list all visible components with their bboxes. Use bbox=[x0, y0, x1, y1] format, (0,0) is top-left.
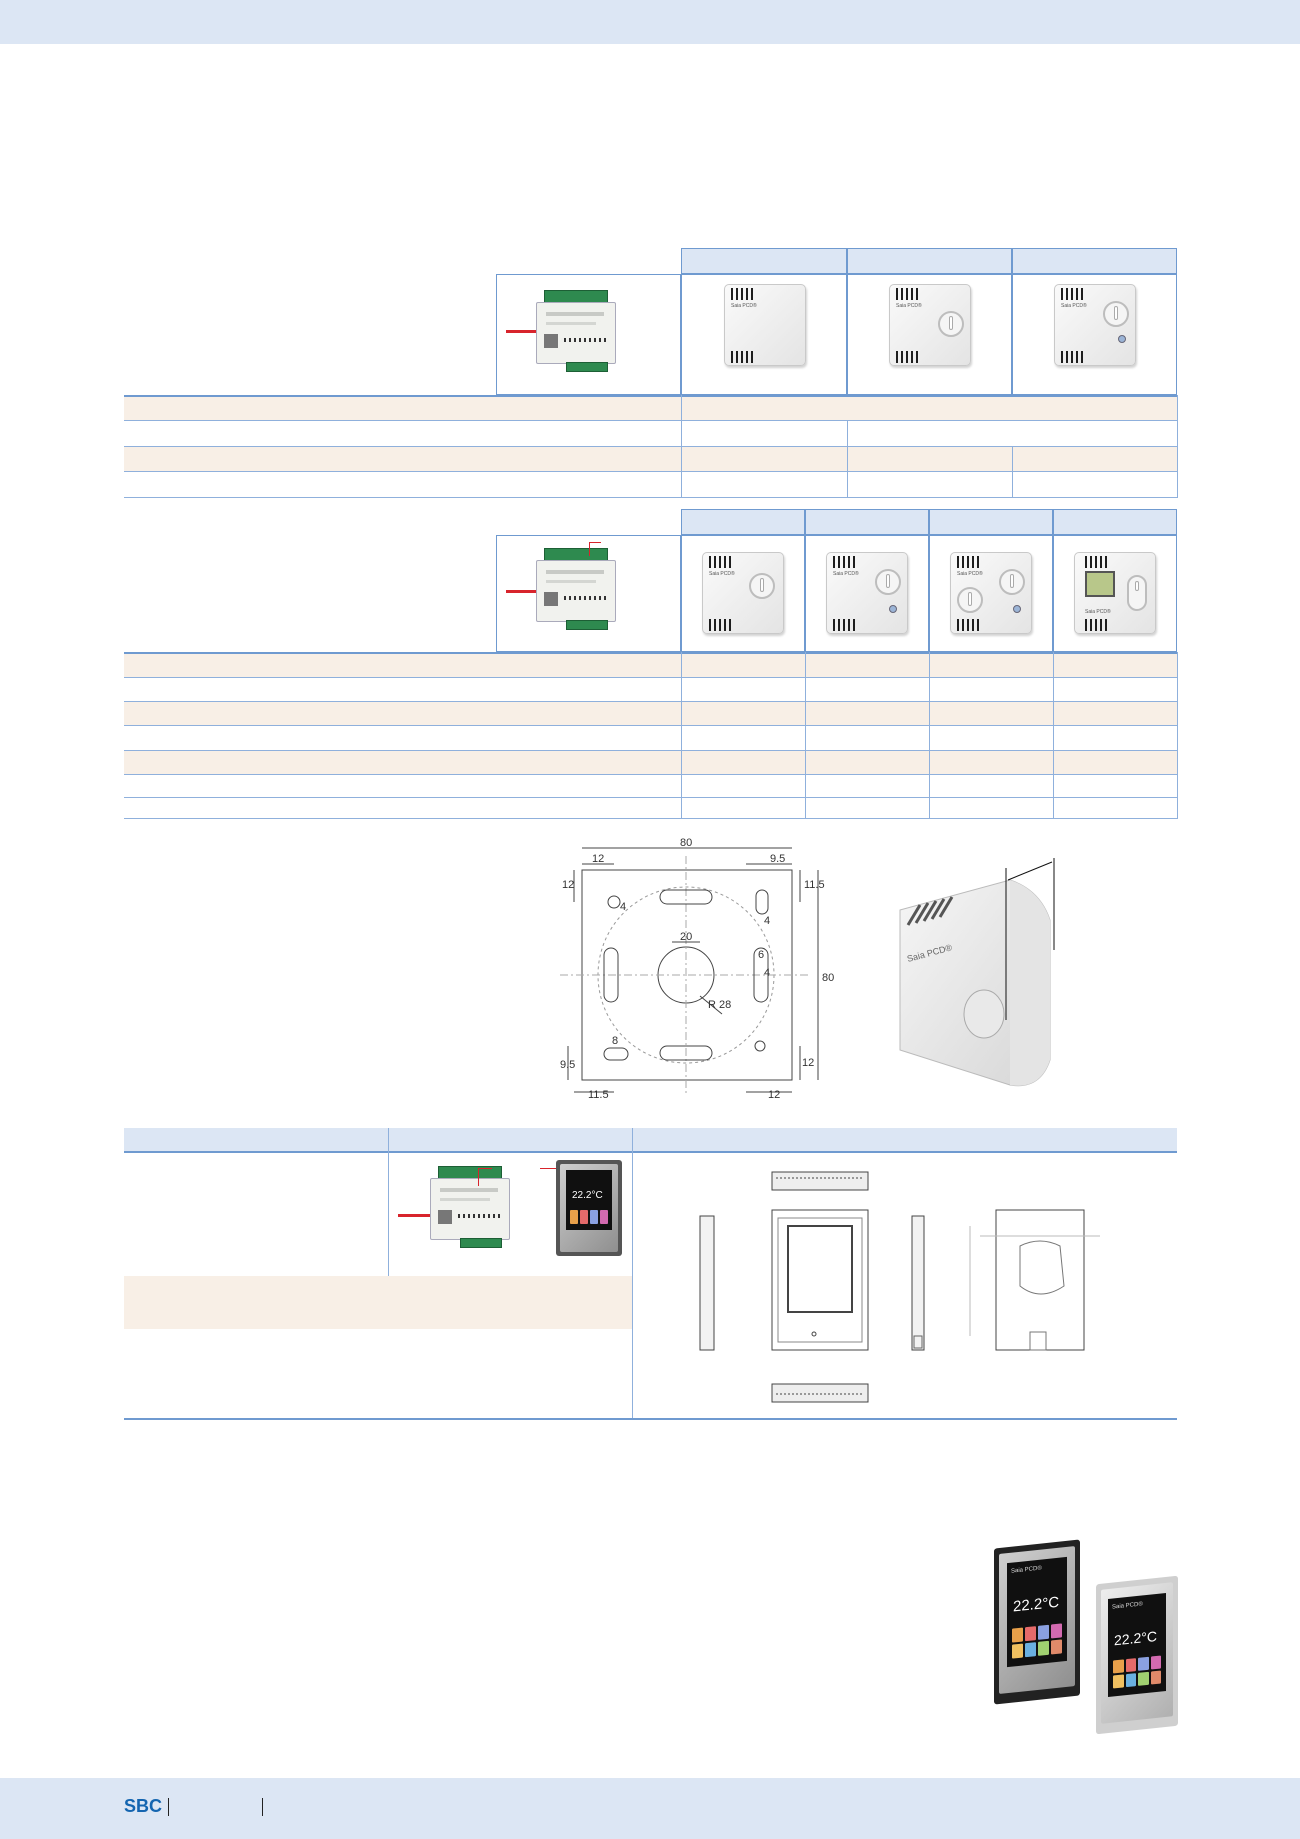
dim-top-offset: 12 bbox=[562, 879, 574, 891]
table-2-header-col-4 bbox=[1053, 509, 1177, 535]
dim-slot-width: 4 bbox=[764, 915, 770, 927]
setpoint-knob-icon bbox=[749, 573, 775, 599]
table-2-header-col-3 bbox=[929, 509, 1053, 535]
table-2-header-col-1 bbox=[681, 509, 805, 535]
touch-panel-small: 22.2°C bbox=[556, 1160, 622, 1256]
footer-brand: SBC bbox=[124, 1796, 163, 1816]
table-2-row-3 bbox=[124, 702, 1177, 725]
lcd-display bbox=[1085, 571, 1115, 597]
touch-panel-technical-drawing bbox=[699, 1171, 1100, 1403]
footer-separator bbox=[262, 1798, 263, 1816]
dim-right-hole: 9.5 bbox=[770, 853, 785, 865]
dim-center-hole: 20 bbox=[680, 931, 692, 943]
presence-button-icon bbox=[1118, 335, 1126, 343]
table-1-header-col-3 bbox=[1012, 248, 1177, 274]
presence-button-icon bbox=[1013, 605, 1021, 613]
setpoint-knob-icon bbox=[938, 311, 964, 337]
dim-bottom-left-offset: 9.5 bbox=[560, 1059, 575, 1071]
footer-band bbox=[0, 1778, 1300, 1839]
touch-panel-black: Saia PCD® 22.2°C bbox=[994, 1539, 1080, 1705]
table-3-header bbox=[124, 1128, 1177, 1153]
touch-panel-buttons bbox=[1012, 1623, 1062, 1659]
touch-panel-temperature: 22.2°C bbox=[1013, 1593, 1060, 1616]
room-sensor-lcd: Saia PCD® bbox=[1074, 552, 1156, 634]
wire-indicator bbox=[506, 590, 536, 593]
room-sensor-setpoint-button: Saia PCD® bbox=[1054, 284, 1136, 366]
table-1-header-col-1 bbox=[681, 248, 847, 274]
touch-panel-temperature: 22.2°C bbox=[572, 1190, 603, 1201]
dim-bottom-right-x: 12 bbox=[768, 1089, 780, 1101]
dim-bottom-right-y: 12 bbox=[802, 1057, 814, 1069]
table-2-header-col-2 bbox=[805, 509, 929, 535]
touch-panel-buttons bbox=[570, 1210, 608, 1224]
dim-right-top: 11.5 bbox=[804, 879, 825, 891]
touch-panel-temperature: 22.2°C bbox=[1114, 1627, 1157, 1649]
room-sensor-setpoint-button: Saia PCD® bbox=[826, 552, 908, 634]
presence-button-icon bbox=[889, 605, 897, 613]
table-1-row-1 bbox=[124, 397, 1177, 420]
dim-radius: R 28 bbox=[708, 999, 731, 1011]
dim-width: 80 bbox=[680, 837, 692, 849]
dim-bottom-left-x: 11.5 bbox=[588, 1089, 609, 1101]
touch-panel-screen: Saia PCD® 22.2°C bbox=[1007, 1556, 1067, 1668]
touch-panel-screen: 22.2°C bbox=[566, 1170, 612, 1230]
wire-indicator bbox=[398, 1214, 430, 1217]
controller-module-image bbox=[536, 548, 620, 632]
dim-height: 80 bbox=[822, 972, 834, 984]
rocker-button-icon bbox=[1127, 575, 1147, 611]
table-1-header-col-2 bbox=[847, 248, 1012, 274]
wire-indicator bbox=[506, 330, 536, 333]
mounting-plate-drawing: 80 12 9.5 12 11.5 4 4 20 6 4 80 R 28 8 9… bbox=[560, 837, 834, 1101]
dim-slot-height: 6 bbox=[758, 949, 764, 961]
dim-left-offset: 12 bbox=[592, 853, 604, 865]
fan-knob-icon bbox=[957, 587, 983, 613]
touch-panel-white: Saia PCD® 22.2°C bbox=[1096, 1575, 1178, 1735]
footer-separator bbox=[168, 1798, 169, 1816]
room-sensor-setpoint: Saia PCD® bbox=[702, 552, 784, 634]
touch-panel-screen: Saia PCD® 22.2°C bbox=[1108, 1592, 1166, 1698]
setpoint-knob-icon bbox=[1103, 301, 1129, 327]
table-1-row-3 bbox=[124, 447, 1177, 471]
setpoint-knob-icon bbox=[875, 569, 901, 595]
sensor-3d-view: Saia PCD® bbox=[899, 858, 1055, 1087]
setpoint-knob-icon bbox=[999, 569, 1025, 595]
table-2-row-1 bbox=[124, 654, 1177, 677]
dim-slot-width-2: 4 bbox=[764, 967, 770, 979]
controller-module-image bbox=[536, 290, 620, 374]
table-3-row-1 bbox=[124, 1276, 632, 1329]
dim-bottom-slot: 8 bbox=[612, 1035, 618, 1047]
room-sensor-basic: Saia PCD® bbox=[724, 284, 806, 366]
room-sensor-fan-setpoint: Saia PCD® bbox=[950, 552, 1032, 634]
dim-hole-small: 4 bbox=[620, 901, 626, 913]
controller-module-image bbox=[430, 1166, 514, 1250]
room-sensor-setpoint: Saia PCD® bbox=[889, 284, 971, 366]
table-2-row-5 bbox=[124, 751, 1177, 774]
touch-panel-buttons bbox=[1113, 1655, 1161, 1689]
top-band bbox=[0, 0, 1300, 44]
